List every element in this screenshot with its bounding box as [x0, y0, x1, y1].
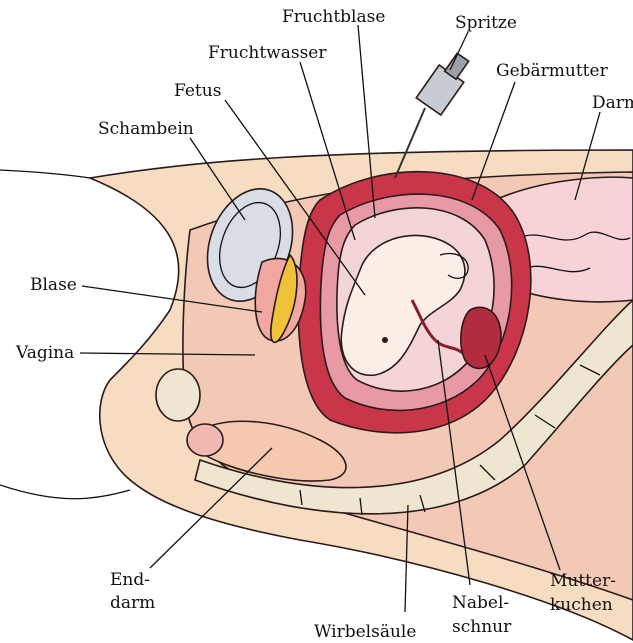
syringe [416, 49, 475, 115]
back-contour [0, 170, 90, 178]
label-blase: Blase [30, 275, 77, 295]
label-fruchtblase: Fruchtblase [282, 7, 385, 27]
label-mutterkuchen-line2: kuchen [550, 595, 613, 615]
label-enddarm-line1: End- [110, 570, 150, 590]
label-schambein: Schambein [98, 119, 194, 139]
label-gebaermutter: Gebärmutter [496, 61, 609, 81]
label-darm: Darm [592, 93, 633, 113]
label-vagina: Vagina [15, 343, 74, 363]
label-fetus: Fetus [174, 81, 221, 101]
label-wirbelsaeule: Wirbelsäule [314, 622, 416, 642]
coccyx-bone [156, 369, 200, 421]
buttock-contour [0, 485, 130, 499]
label-nabelschnur-line1: Nabel- [452, 593, 509, 613]
label-enddarm-line2: darm [110, 593, 155, 613]
label-spritze: Spritze [455, 13, 517, 33]
label-fruchtwasser: Fruchtwasser [208, 43, 327, 63]
placenta [461, 307, 501, 368]
label-mutterkuchen-line1: Mutter- [550, 571, 616, 591]
lower-bone [187, 424, 223, 456]
label-nabelschnur-line2: schnur [452, 617, 512, 637]
fetus-ear [382, 337, 388, 343]
